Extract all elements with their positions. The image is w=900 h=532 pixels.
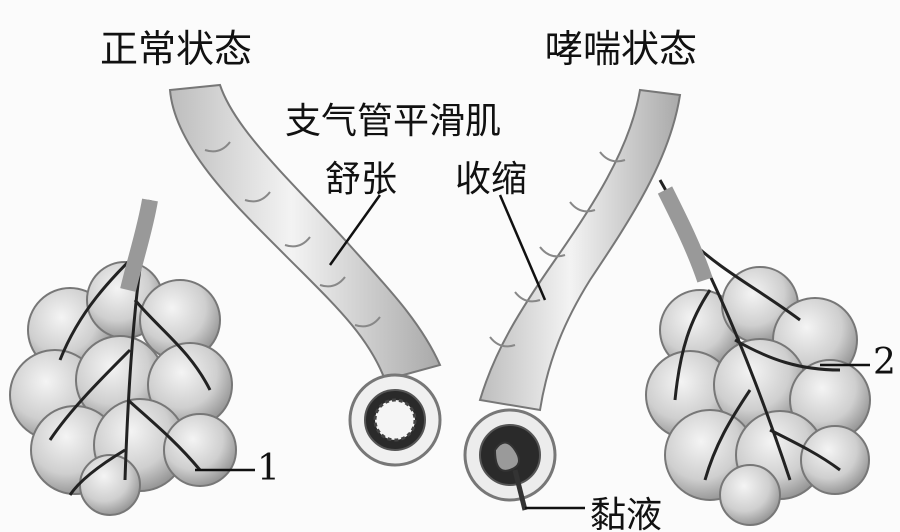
relaxed-label: 舒张 xyxy=(325,150,397,202)
smooth-muscle-label: 支气管平滑肌 xyxy=(285,92,501,144)
marker-1: 1 xyxy=(257,448,280,489)
leader-contracted xyxy=(500,195,545,300)
mucus-label: 黏液 xyxy=(590,486,662,532)
normal-state-title: 正常状态 xyxy=(100,18,252,73)
left-alveoli-cluster xyxy=(10,262,236,515)
contracted-label: 收缩 xyxy=(455,150,527,202)
right-alveoli-cluster xyxy=(646,267,870,525)
right-bronchiole-stem xyxy=(665,190,705,280)
marker-2: 2 xyxy=(873,342,896,383)
asthma-state-title: 哮喘状态 xyxy=(545,18,697,73)
